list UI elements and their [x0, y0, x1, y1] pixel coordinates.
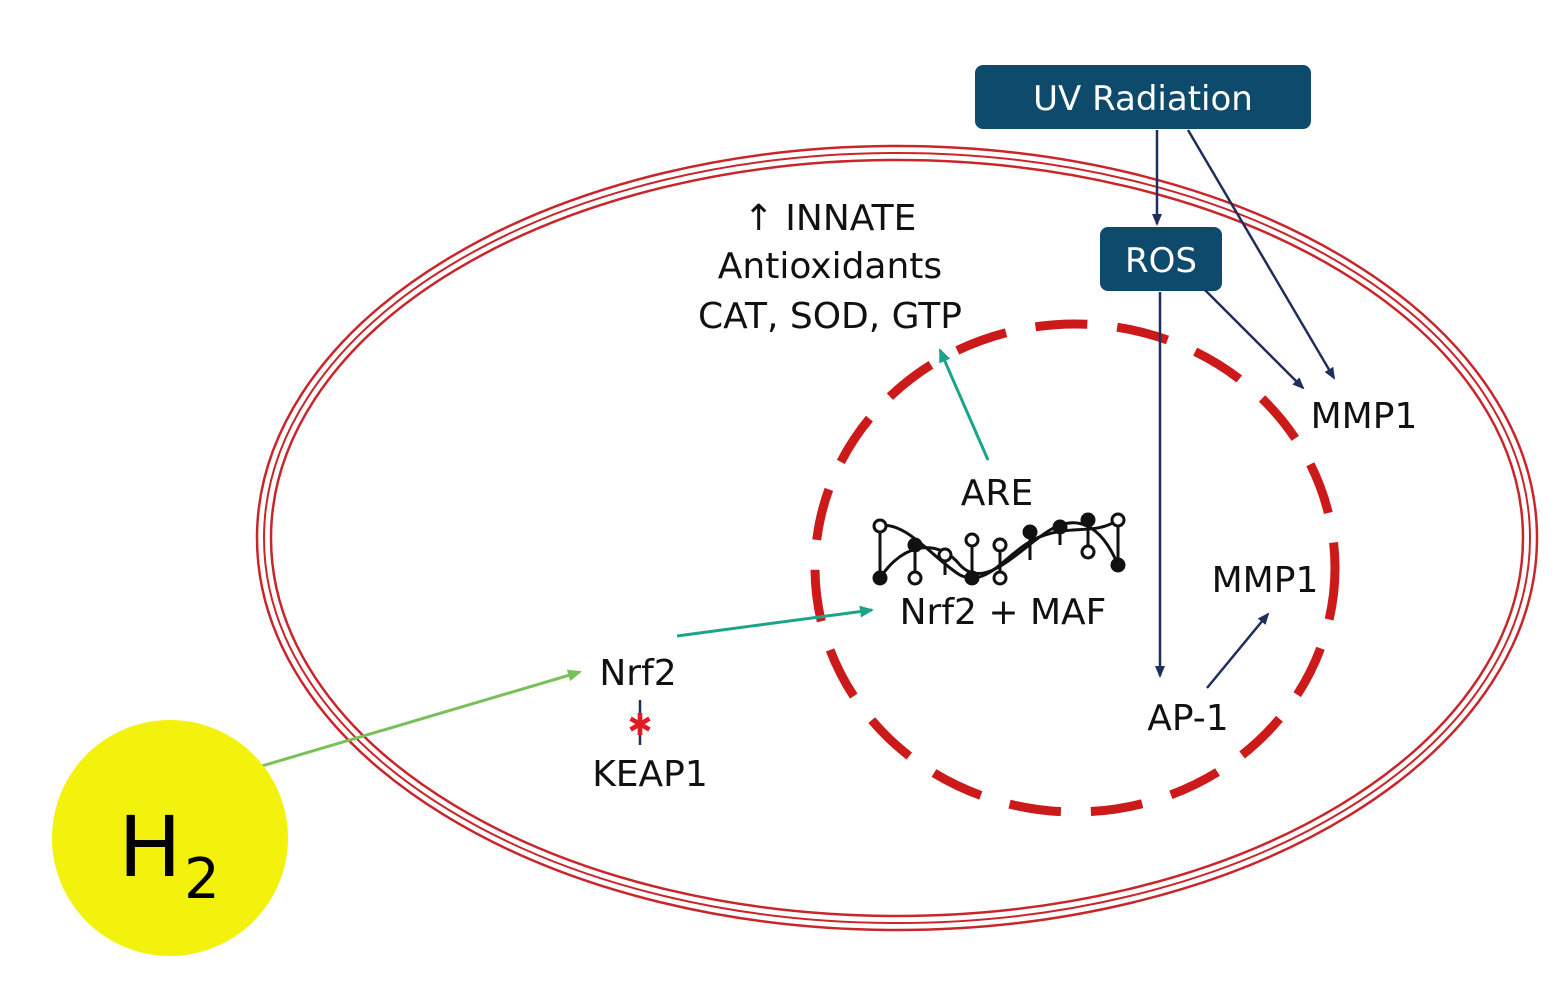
innate-line-3: CAT, SOD, GTP [698, 296, 962, 337]
mmp1-inner-label: MMP1 [1212, 560, 1319, 601]
h2-main-label: H [118, 798, 181, 896]
uv-radiation-box: UV Radiation [975, 65, 1311, 129]
arrow-ap1-to-mmp1 [1206, 612, 1270, 689]
h2-subscript-label: 2 [184, 847, 220, 912]
ap1-label: AP-1 [1147, 698, 1228, 739]
cell-membrane [255, 144, 1539, 932]
nrf2-maf-label: Nrf2 + MAF [900, 592, 1107, 633]
innate-line-2: Antioxidants [718, 246, 942, 287]
arrow-nrf2-to-nucleus [676, 605, 874, 638]
innate-line-1: ↑ INNATE [744, 198, 917, 239]
h2-molecule: H 2 [52, 720, 288, 956]
inhibition-star-icon: ✱ [627, 708, 652, 743]
uv-radiation-label: UV Radiation [1033, 79, 1253, 119]
arrow-uv-to-mmp1 [1186, 129, 1336, 380]
arrow-h2-to-nrf2 [254, 669, 582, 770]
ros-box: ROS [1100, 227, 1222, 291]
keap1-label: KEAP1 [592, 754, 708, 795]
mmp1-outer-label: MMP1 [1311, 396, 1418, 437]
arrow-ros-to-mmp1 [1204, 289, 1305, 390]
nucleus-membrane [810, 319, 1340, 817]
dna-ladder-icon [872, 512, 1126, 586]
arrow-are-to-antioxidants [938, 348, 990, 461]
nrf2-label: Nrf2 [599, 653, 676, 694]
ros-label: ROS [1125, 241, 1197, 281]
are-label: ARE [961, 473, 1033, 514]
